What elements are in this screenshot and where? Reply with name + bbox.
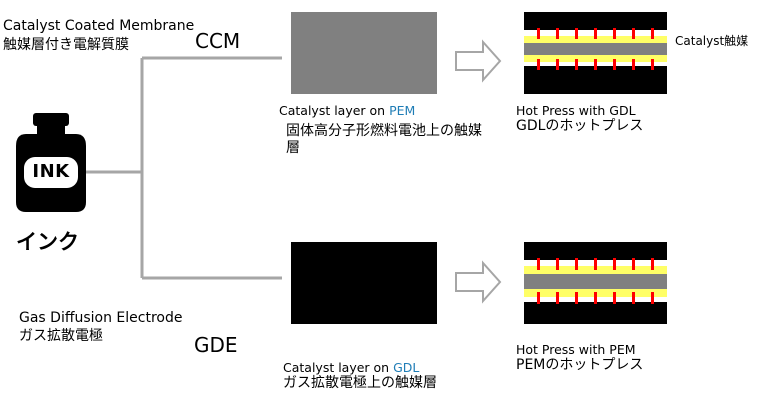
ccm-label: CCM [195,29,241,53]
branch-connector [85,56,282,280]
pem-membrane [291,12,437,94]
gde-step1-desc-jp: ガス拡散電極上の触媒層 [283,375,437,391]
gde-step2-desc-jp: PEMのホットプレス [516,357,644,373]
ink-caption: インク [16,230,79,254]
gde-hot-press-assembly [524,242,667,324]
gde-description-en: Gas Diffusion Electrode [19,310,183,326]
gdl-layer [291,242,437,324]
ccm-hot-press-assembly [524,12,667,94]
gde-step1-prefix: Catalyst layer on [283,360,394,375]
catalyst-layer-label: Catalyst触媒 [675,34,749,48]
ccm-step1-prefix: Catalyst layer on [279,103,390,118]
ccm-step1-desc-jp-line1: 固体高分子形燃料電池上の触媒 [286,123,482,139]
ccm-step2-title: Hot Press with GDL [516,103,636,118]
gde-step1-caption: Catalyst layer on GDL [283,360,419,375]
ink-bottle-label: INK [32,161,70,182]
ccm-step1-caption: Catalyst layer on PEM [279,103,415,118]
arrow-right-icon [455,39,502,83]
arrow-right-icon [455,260,502,304]
ccm-step1-desc-jp-line2: 層 [286,140,300,156]
gde-step1-highlight: GDL [393,360,420,375]
gde-description-jp: ガス拡散電極 [19,328,103,344]
ccm-description-jp: 触媒層付き電解質膜 [3,37,129,53]
gde-step2-title: Hot Press with PEM [516,342,636,357]
ccm-description-en: Catalyst Coated Membrane [3,18,195,34]
ccm-step1-highlight: PEM [389,103,416,118]
ink-bottle-icon [16,113,86,212]
gde-label: GDE [194,333,238,357]
ccm-step2-desc-jp: GDLのホットプレス [516,118,644,134]
